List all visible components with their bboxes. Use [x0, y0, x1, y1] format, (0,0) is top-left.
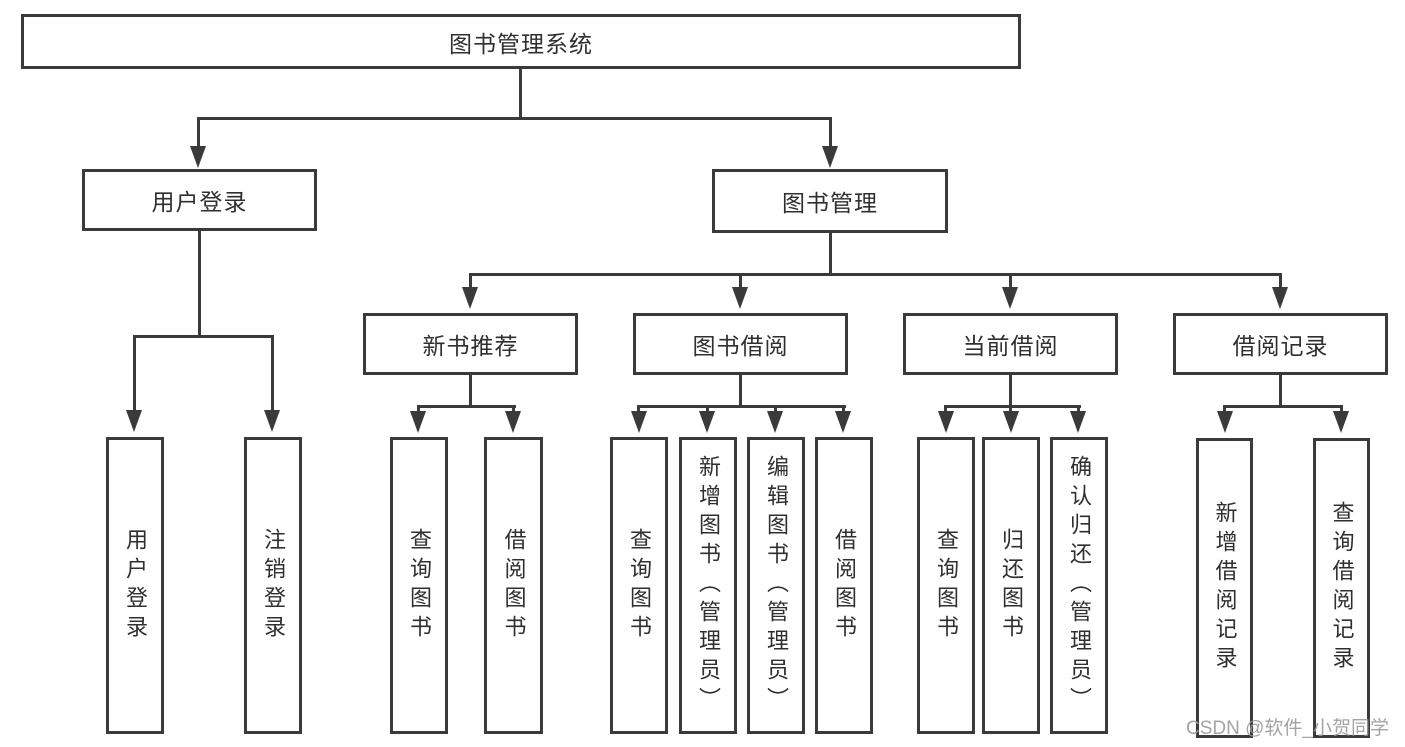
- arrow-down-icon: [631, 411, 647, 433]
- connector-root-rail: [197, 117, 832, 120]
- leaf-current-return-books: 归还图书: [982, 437, 1040, 734]
- arrow-down-icon: [1217, 411, 1233, 433]
- connector-borrowing-drop-1: [637, 405, 640, 413]
- leaf-recommend-borrow-books: 借阅图书: [484, 437, 543, 734]
- connector-root-stem: [519, 69, 522, 119]
- arrow-down-icon: [190, 146, 206, 168]
- arrow-down-icon: [126, 410, 142, 432]
- node-borrowing-records: 借阅记录: [1173, 313, 1388, 375]
- connector-recommend-drop-2: [512, 405, 515, 413]
- leaf-logout: 注销登录: [244, 437, 302, 734]
- connector-current-drop-3: [1077, 405, 1080, 413]
- connector-recommend-drop-1: [417, 405, 420, 413]
- connector-current-drop-1: [944, 405, 947, 413]
- connector-borrowing-drop-3: [774, 405, 777, 413]
- connector-root-drop-right: [829, 117, 832, 147]
- node-book-borrowing: 图书借阅: [633, 313, 848, 375]
- arrow-down-icon: [1002, 287, 1018, 309]
- connector-borrowing-drop-2: [706, 405, 709, 413]
- leaf-borrowing-edit-books-admin: 编辑图书（管理员）: [747, 437, 805, 734]
- leaf-borrowing-borrow-books: 借阅图书: [815, 437, 873, 734]
- connector-records-stem: [1279, 375, 1282, 407]
- arrow-down-icon: [767, 411, 783, 433]
- arrow-down-icon: [410, 411, 426, 433]
- arrow-down-icon: [462, 287, 478, 309]
- arrow-down-icon: [1333, 411, 1349, 433]
- arrow-down-icon: [835, 411, 851, 433]
- leaf-borrowing-query-books: 查询图书: [610, 437, 668, 734]
- connector-book-mgmt-rail: [469, 273, 1282, 276]
- connector-book-mgmt-drop-2: [739, 273, 742, 287]
- arrow-down-icon: [264, 410, 280, 432]
- connector-recommend-stem: [469, 375, 472, 407]
- leaf-borrowing-add-books-admin: 新增图书（管理员）: [679, 437, 737, 734]
- connector-user-login-stem: [198, 231, 201, 338]
- arrow-down-icon: [699, 411, 715, 433]
- connector-borrowing-drop-4: [842, 405, 845, 413]
- leaf-current-query-books: 查询图书: [917, 437, 975, 734]
- node-user-login: 用户登录: [82, 169, 317, 231]
- connector-records-rail: [1223, 405, 1343, 408]
- arrow-down-icon: [1272, 287, 1288, 309]
- connector-borrowing-stem: [739, 375, 742, 407]
- leaf-user-login: 用户登录: [106, 437, 164, 734]
- connector-current-rail: [944, 405, 1081, 408]
- leaf-current-confirm-return-admin: 确认归还（管理员）: [1050, 437, 1108, 734]
- leaf-records-query-record: 查询借阅记录: [1313, 438, 1370, 738]
- node-library-management-system: 图书管理系统: [21, 14, 1021, 69]
- arrow-down-icon: [1070, 411, 1086, 433]
- connector-records-drop-1: [1223, 405, 1226, 413]
- connector-user-login-drop-2: [271, 335, 274, 410]
- arrow-down-icon: [505, 411, 521, 433]
- connector-current-drop-2: [1009, 405, 1012, 413]
- csdn-watermark: CSDN @软件_小贺同学: [1186, 718, 1389, 739]
- connector-book-mgmt-drop-4: [1279, 273, 1282, 287]
- connector-user-login-rail: [133, 335, 274, 338]
- connector-book-mgmt-drop-3: [1009, 273, 1012, 287]
- arrow-down-icon: [822, 146, 838, 168]
- connector-book-mgmt-drop-1: [469, 273, 472, 287]
- connector-records-drop-2: [1340, 405, 1343, 413]
- connector-user-login-drop-1: [133, 335, 136, 410]
- connector-root-drop-left: [197, 117, 200, 147]
- connector-book-mgmt-stem: [829, 233, 832, 275]
- arrow-down-icon: [732, 287, 748, 309]
- leaf-records-add-record: 新增借阅记录: [1196, 438, 1253, 738]
- connector-current-stem: [1009, 375, 1012, 407]
- leaf-recommend-query-books: 查询图书: [390, 437, 448, 734]
- connector-borrowing-rail: [637, 405, 846, 408]
- connector-recommend-rail: [417, 405, 516, 408]
- node-new-book-recommend: 新书推荐: [363, 313, 578, 375]
- node-book-management: 图书管理: [712, 169, 948, 233]
- node-current-borrowing: 当前借阅: [903, 313, 1118, 375]
- arrow-down-icon: [938, 411, 954, 433]
- arrow-down-icon: [1003, 411, 1019, 433]
